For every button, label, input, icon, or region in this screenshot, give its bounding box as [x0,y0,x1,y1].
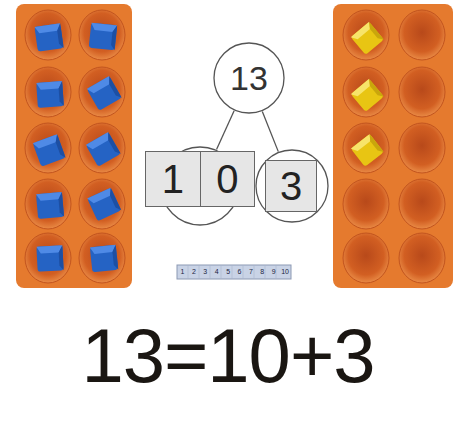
strip-number: 5 [223,266,234,278]
number-card: 3 [265,160,317,212]
part-circle: 10 [160,146,240,226]
bond-line [217,111,235,150]
blue-cubes [33,23,122,273]
number-card: 10 [145,151,255,207]
strip-number: 3 [200,266,211,278]
bond-line [262,111,278,151]
strip-number: 7 [245,266,256,278]
right-carton [333,4,453,288]
whole-number: 13 [213,42,285,114]
whole-circle: 13 [213,42,285,114]
left-carton [16,4,132,288]
strip-number: 10 [280,266,291,278]
number-strip [177,265,291,279]
digit-tile: 1 [146,152,200,206]
strip-number: 8 [257,266,268,278]
strip-number: 4 [211,266,222,278]
yellow-cubes [351,22,384,167]
digit-tile: 3 [266,161,316,211]
strip-number: 2 [188,266,199,278]
number-sentence: 13=10+3 [81,318,374,394]
strip-number: 9 [268,266,279,278]
digit-tile: 0 [200,152,255,206]
strip-number: 1 [177,266,188,278]
strip-number: 6 [234,266,245,278]
part-circle: 3 [255,149,329,223]
